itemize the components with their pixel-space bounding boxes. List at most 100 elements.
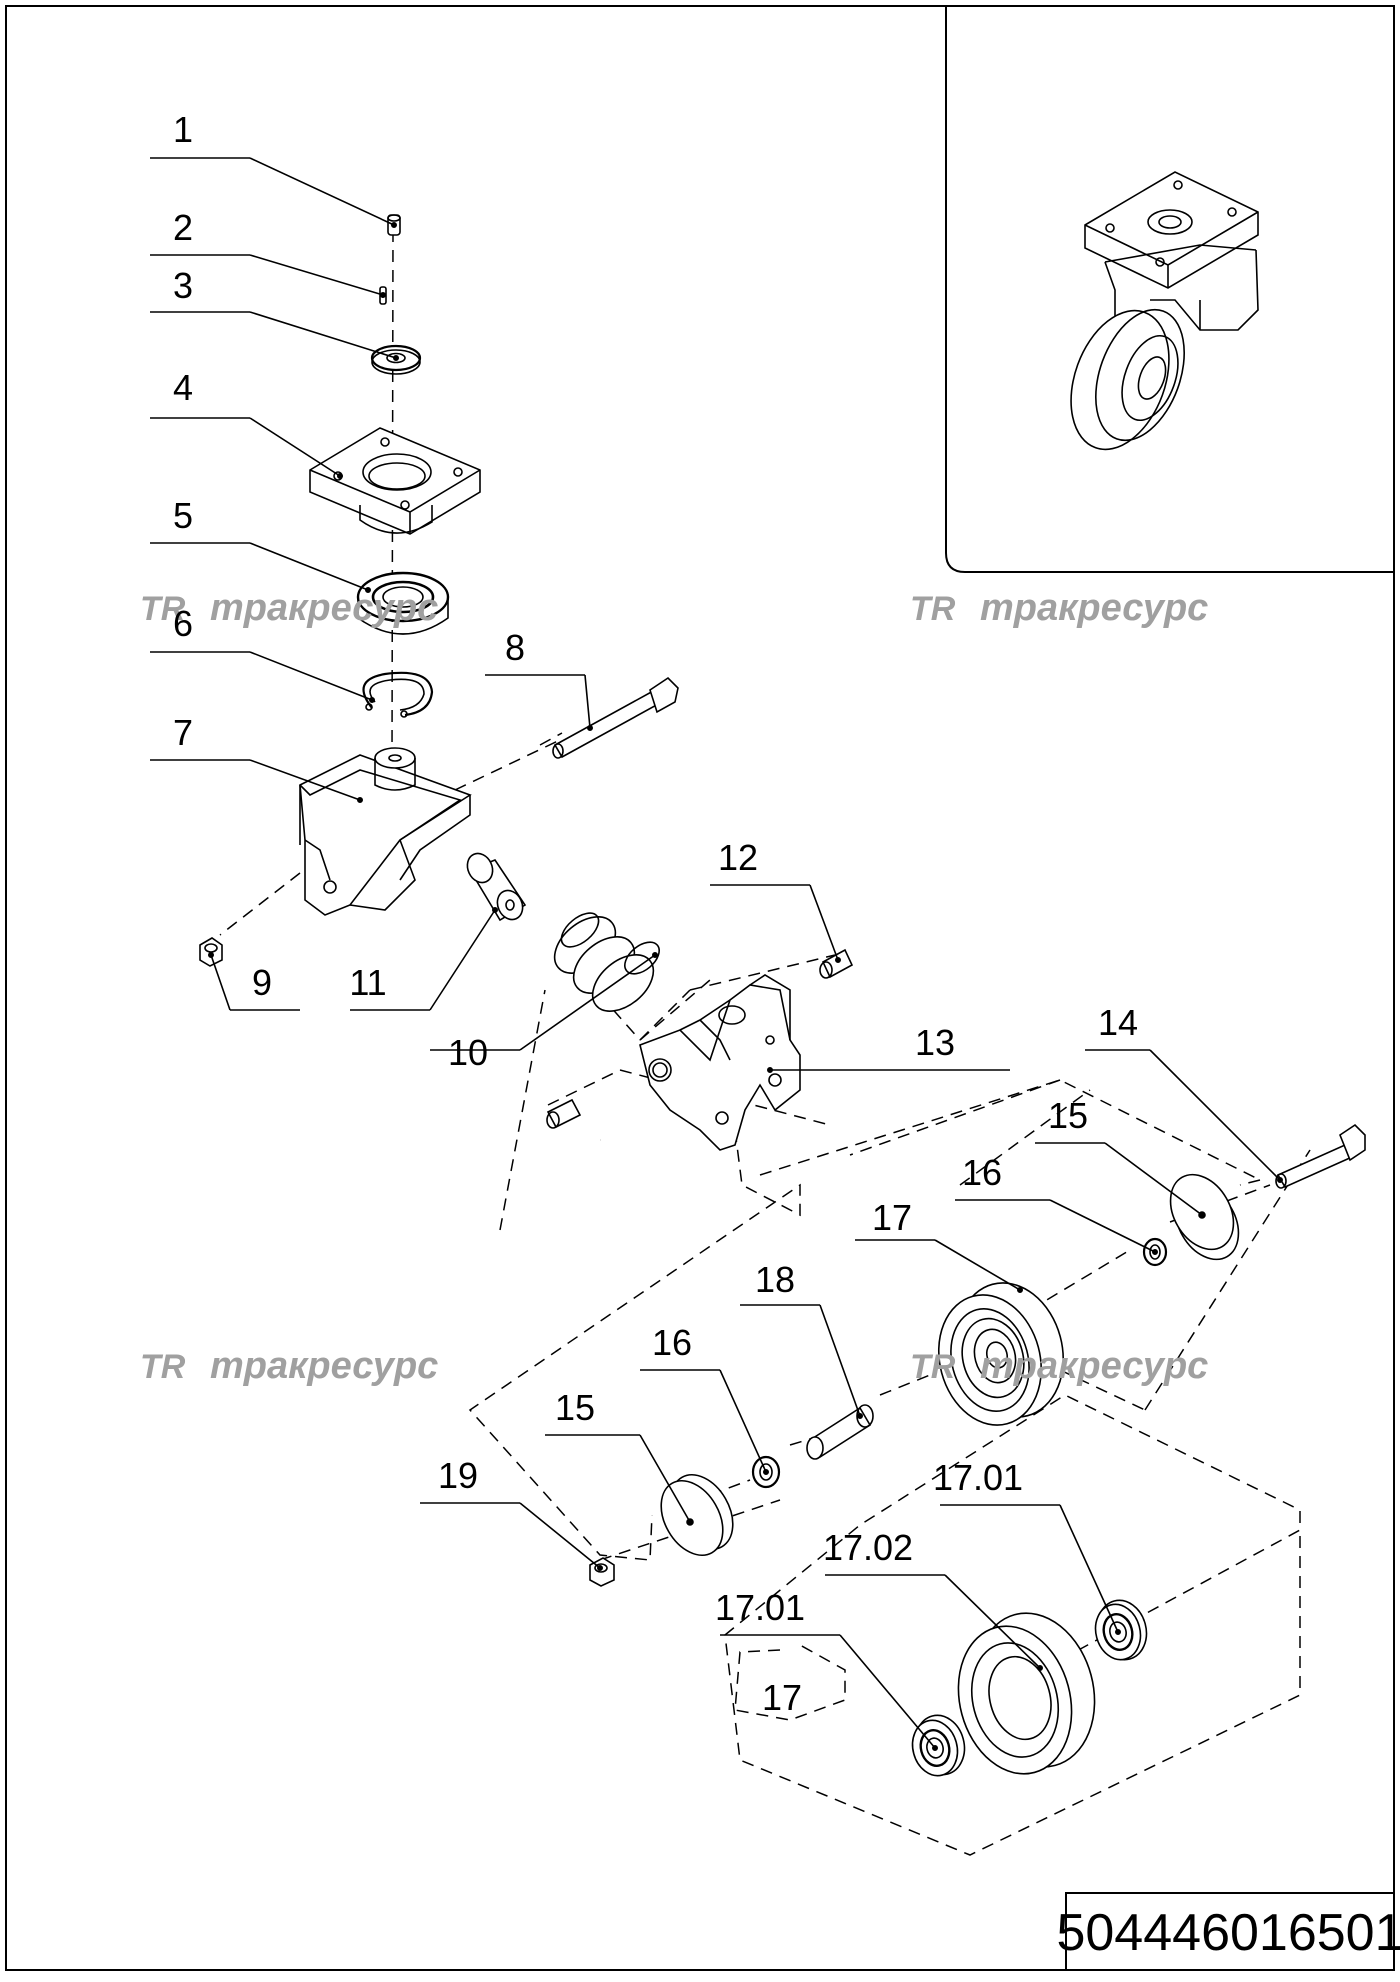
part-15-hub-cover-left bbox=[660, 1474, 734, 1556]
callout-2: 2 bbox=[150, 207, 386, 298]
callout-10: 10 bbox=[430, 951, 658, 1073]
callout-leader-line bbox=[819, 1304, 861, 1417]
callout-dot bbox=[931, 1745, 938, 1752]
part-8-bolt bbox=[552, 676, 679, 759]
part-5-bearing bbox=[356, 571, 450, 635]
callout-number: 13 bbox=[915, 1022, 955, 1063]
callout-number: 1 bbox=[173, 109, 193, 150]
callout-number: 17 bbox=[762, 1677, 802, 1718]
document-number: 504446016501 bbox=[1056, 1904, 1400, 1962]
callout-number: 16 bbox=[652, 1322, 692, 1363]
callout-14: 14 bbox=[1085, 1002, 1284, 1184]
callout-dot bbox=[596, 1565, 603, 1572]
callout-number: 17 bbox=[872, 1197, 912, 1238]
callout-dot bbox=[1016, 1287, 1023, 1294]
callout-leader-line bbox=[210, 954, 231, 1011]
watermark-logo: TR bbox=[140, 1348, 186, 1386]
callout-9: 9 bbox=[208, 951, 300, 1011]
callout-leader-line bbox=[719, 1369, 767, 1473]
callout-number: 12 bbox=[718, 837, 758, 878]
callout-leader-line bbox=[944, 1574, 1041, 1669]
callout-dot bbox=[368, 696, 375, 703]
callout-leader-line bbox=[249, 417, 341, 477]
callout-leader-line bbox=[584, 674, 591, 729]
callout-number: 17.02 bbox=[823, 1527, 913, 1568]
callout-number: 9 bbox=[252, 962, 272, 1003]
callout-dot bbox=[336, 472, 343, 479]
callout-dot bbox=[1115, 1629, 1122, 1636]
callout-number: 2 bbox=[173, 207, 193, 248]
callout-16: 16 bbox=[955, 1152, 1159, 1256]
part-15-hub-cover-right bbox=[1169, 1173, 1240, 1261]
callout-number: 10 bbox=[448, 1032, 488, 1073]
part-18-axle-sleeve bbox=[806, 1404, 874, 1460]
callout-dot bbox=[364, 586, 371, 593]
part-10-spring bbox=[553, 912, 660, 1012]
callout-number: 11 bbox=[349, 962, 386, 1003]
callout-dot bbox=[1199, 1212, 1206, 1219]
part-17-01-bearing-right bbox=[1094, 1599, 1148, 1661]
callout-15: 15 bbox=[1035, 1095, 1206, 1219]
callout-8: 8 bbox=[485, 627, 593, 731]
callout-21: 19 bbox=[420, 1455, 603, 1572]
part-17-01-bearing-left bbox=[911, 1714, 966, 1777]
callout-23: 17.02 bbox=[823, 1527, 1044, 1672]
watermark: тракресурс bbox=[980, 587, 1208, 629]
callout-19: 16 bbox=[640, 1322, 769, 1476]
callout-leader-line bbox=[249, 254, 384, 296]
callout-dot bbox=[379, 291, 386, 298]
drawing-frame bbox=[5, 5, 1395, 1971]
callout-13: 13 bbox=[766, 1022, 1010, 1074]
part-17-wheel bbox=[937, 1282, 1065, 1426]
watermark-logo: TR bbox=[910, 590, 956, 628]
callout-leader-line bbox=[809, 884, 839, 961]
callout-number: 18 bbox=[755, 1259, 795, 1300]
watermarks: TR тракресурс TR тракресурс TR тракресур… bbox=[140, 587, 1208, 1387]
callout-number: 16 bbox=[962, 1152, 1002, 1193]
watermark-logo: TR bbox=[140, 590, 186, 628]
callout-dot bbox=[762, 1469, 769, 1476]
callout-17: 17 bbox=[855, 1197, 1023, 1294]
part-6-retaining-ring bbox=[362, 671, 434, 718]
callout-leader-line bbox=[1149, 1049, 1281, 1181]
callout-25: 17 bbox=[762, 1677, 802, 1718]
assembled-caster-icon bbox=[1070, 171, 1259, 451]
part-12-bushing bbox=[819, 948, 854, 979]
callout-dot bbox=[392, 354, 399, 361]
callout-4: 4 bbox=[150, 367, 343, 479]
callout-1: 1 bbox=[150, 109, 397, 229]
callout-dot bbox=[208, 951, 215, 958]
callout-number: 3 bbox=[173, 265, 193, 306]
title-block bbox=[1065, 1892, 1395, 1971]
callout-leader-line bbox=[1104, 1142, 1203, 1216]
callout-leader-line bbox=[934, 1239, 1021, 1291]
callout-7: 7 bbox=[150, 712, 363, 803]
callout-number: 19 bbox=[438, 1455, 478, 1496]
callout-number: 6 bbox=[173, 603, 193, 644]
callout-dot bbox=[390, 222, 397, 229]
callout-number: 7 bbox=[173, 712, 193, 753]
callout-3: 3 bbox=[150, 265, 399, 361]
callout-leader-line bbox=[639, 1434, 691, 1523]
callout-leader-line bbox=[429, 909, 496, 1011]
callout-leader-line bbox=[519, 954, 656, 1051]
callout-leader-line bbox=[249, 542, 369, 591]
callout-dot bbox=[766, 1067, 773, 1074]
callout-number: 15 bbox=[1048, 1095, 1088, 1136]
part-13-bushing bbox=[546, 1098, 582, 1129]
callout-number: 15 bbox=[555, 1387, 595, 1428]
callout-20: 15 bbox=[545, 1387, 693, 1526]
callout-dot bbox=[1152, 1249, 1159, 1256]
callout-dot bbox=[1277, 1177, 1284, 1184]
callout-number: 5 bbox=[173, 495, 193, 536]
callout-dot bbox=[586, 724, 593, 731]
callout-dot bbox=[1037, 1665, 1044, 1672]
callout-dot bbox=[356, 796, 363, 803]
callout-leader-line bbox=[249, 157, 395, 226]
part-11-spacer bbox=[466, 852, 527, 922]
group-outlines bbox=[468, 1079, 1301, 1856]
callout-dot bbox=[856, 1413, 863, 1420]
callout-leader-line bbox=[1049, 1199, 1156, 1253]
